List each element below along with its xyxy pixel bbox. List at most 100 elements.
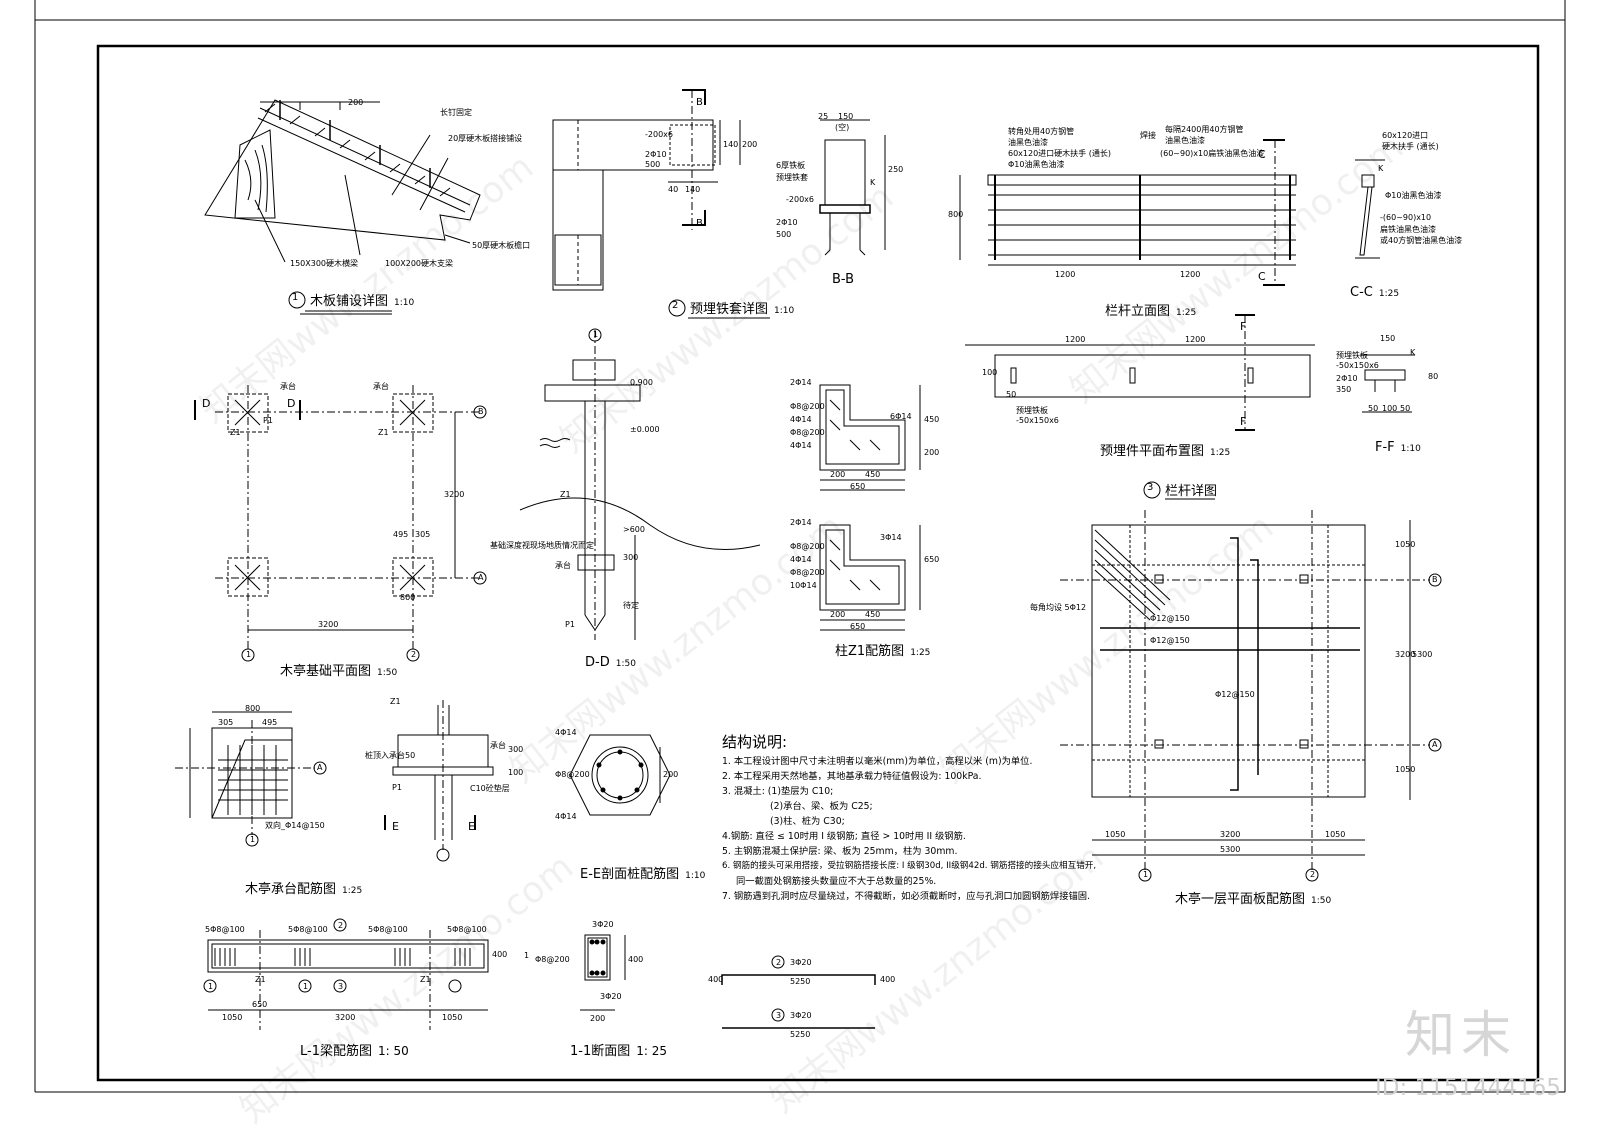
annotation: 预埋铁板 <box>1016 406 1048 415</box>
section-mark: D <box>202 397 211 410</box>
dimension: 140 <box>685 185 701 194</box>
floor-slab-plan <box>1060 510 1442 882</box>
annotation: 焊接 <box>1140 131 1156 140</box>
axis-label: 1 <box>1143 870 1149 879</box>
dimension: 450 <box>865 470 881 479</box>
annotation: Φ8@200 <box>535 955 570 964</box>
annotation: Φ8@200 <box>790 542 825 551</box>
title-scale: 1:25 <box>342 886 363 896</box>
bb-section <box>819 119 886 256</box>
annotation: Z1 <box>378 428 389 437</box>
cc-section <box>1355 159 1385 259</box>
annotation: 150X300硬木横梁 <box>290 259 359 268</box>
note-item: (2)承台、梁、板为 C25; <box>770 801 873 812</box>
note-item: 4.钢筋: 直径 ≤ 10时用 I 级钢筋; 直径 > 10时用 II 级钢筋. <box>722 831 966 842</box>
title-text: 预埋件平面布置图 <box>1100 444 1205 459</box>
title-text: 栏杆立面图 <box>1105 304 1171 319</box>
annotation: Φ12@150 <box>1150 636 1190 645</box>
dimension: 150 <box>838 112 854 121</box>
dimension: 650 <box>850 482 866 491</box>
bb-title: B-B <box>832 272 855 287</box>
dimension: 200 <box>590 1014 606 1023</box>
title-scale: 1: 50 <box>377 1044 409 1058</box>
annotation: 6厚铁板 <box>776 161 806 170</box>
title-text: E-E剖面桩配筋图 <box>580 867 680 882</box>
title-scale: 1:25 <box>1378 289 1400 299</box>
dimension: 400 <box>708 975 724 984</box>
dimension: 50 <box>1006 390 1017 399</box>
annotation: 60x120进口硬木扶手 (通长) <box>1008 149 1111 158</box>
note-item: 同一截面处钢筋接头数量应不大于总数量的25%. <box>736 876 937 887</box>
dimension: 1200 <box>1065 335 1086 344</box>
dimension: 305 <box>415 530 431 539</box>
dimension: 3200 <box>1395 650 1416 659</box>
dimension: 495 <box>262 718 278 727</box>
dimension: 400 <box>880 975 896 984</box>
annotation: 预埋铁套 <box>776 173 808 182</box>
annotation: C10砼垫层 <box>470 784 510 793</box>
s11-section <box>580 934 626 1011</box>
title-scale: 1: 25 <box>636 1044 667 1058</box>
annotation: 承台 <box>280 382 296 391</box>
annotation: P1 <box>392 783 402 792</box>
annotation: 3Φ20 <box>592 920 614 929</box>
note-item: 7. 钢筋遇到孔洞时应尽量绕过，不得截断，如必须截断时，应与孔洞口加圆钢筋焊接锚… <box>722 891 1091 902</box>
section-mark: D <box>287 397 296 410</box>
watermark-id: ID: 1151444165 <box>1375 1075 1561 1101</box>
annotation: Φ8@200 <box>790 402 825 411</box>
bar-number: 3 <box>776 1011 782 1020</box>
title-text: 柱Z1配筋图 <box>835 644 905 659</box>
notes-heading: 结构说明: <box>722 733 788 751</box>
annotation: 4Φ14 <box>790 555 812 564</box>
annotation: 5Φ8@100 <box>205 925 245 934</box>
dimension: 650 <box>924 555 940 564</box>
annotation: 2Φ10 <box>776 218 798 227</box>
dimension: 1050 <box>222 1013 243 1022</box>
ee-pile-section <box>569 734 671 816</box>
annotation: 扁铁油黑色油漆 <box>1380 225 1436 234</box>
dimension: 200 <box>742 140 758 149</box>
annotation: 油黑色油漆 <box>1008 138 1048 147</box>
annotation: P1 <box>263 416 273 425</box>
note-item: (3)柱、桩为 C30; <box>770 816 845 827</box>
dimension: 140 <box>723 140 739 149</box>
section-mark: E <box>392 820 399 833</box>
dimension: 100 <box>508 768 524 777</box>
title-scale: 1:50 <box>615 659 636 669</box>
annotation: 500 <box>776 230 792 239</box>
annotation: 4Φ14 <box>555 812 577 821</box>
title-text: 木亭承台配筋图 <box>245 882 337 897</box>
title-text: 木板铺设详图 <box>310 294 389 309</box>
dimension: 1050 <box>1105 830 1126 839</box>
annotation: 60x120进口 <box>1382 131 1429 140</box>
annotation: -(60~90)x10 <box>1380 213 1432 222</box>
dimension: 40 <box>668 185 679 194</box>
ff-section <box>1360 354 1415 413</box>
title-number: 3 <box>1147 482 1154 493</box>
axis-label: A <box>478 573 484 582</box>
title-scale: 1:10 <box>774 306 795 316</box>
title-scale: 1:50 <box>377 668 398 678</box>
dimension: 1200 <box>1180 270 1201 279</box>
dimension: 300 <box>508 745 524 754</box>
bar-number: 2 <box>776 958 782 967</box>
annotation: Z1 <box>230 428 241 437</box>
annotation: 2Φ14 <box>790 378 812 387</box>
annotation: 350 <box>1336 385 1352 394</box>
foundation-plan <box>194 385 487 662</box>
annotation: -50x150x6 <box>1336 361 1379 370</box>
pile-cap-title: 木亭承台配筋图 1:25 <box>245 878 362 897</box>
title-number: 2 <box>672 300 679 311</box>
annotation: 4Φ14 <box>790 441 812 450</box>
axis-label: 1 <box>524 951 530 960</box>
annotation: -200x6 <box>786 195 814 204</box>
